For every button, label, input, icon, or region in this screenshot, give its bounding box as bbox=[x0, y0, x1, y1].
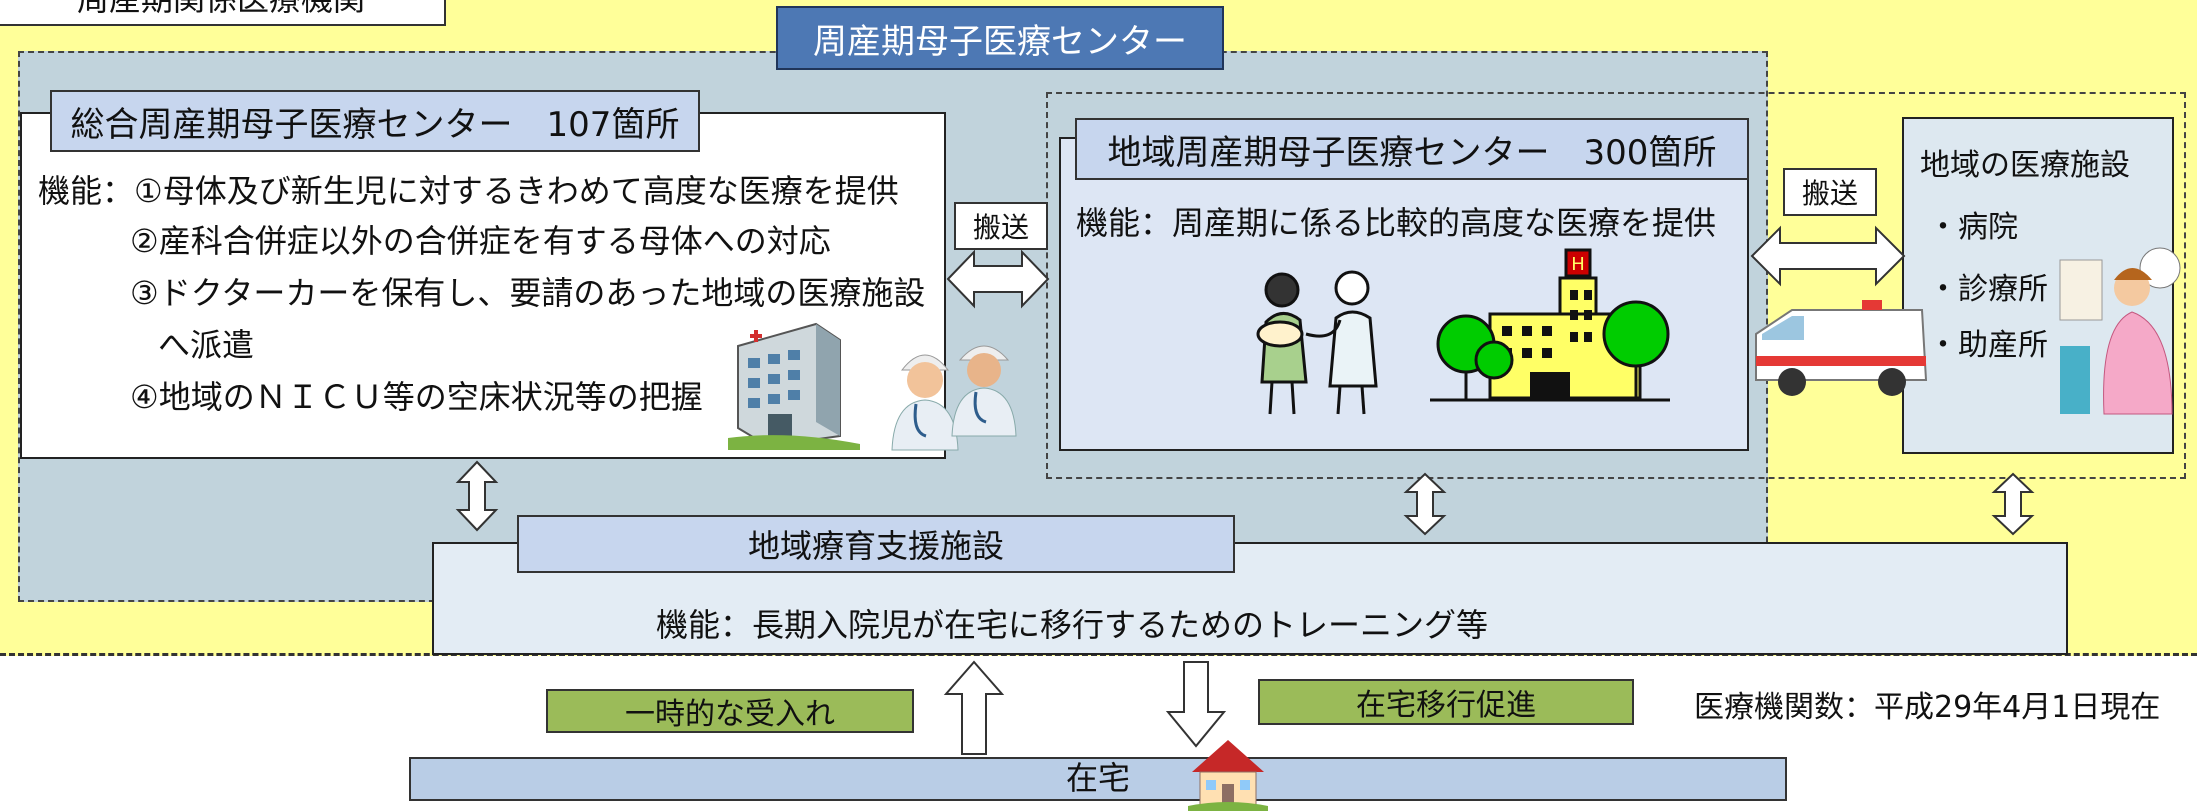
temporary-acceptance-label: 一時的な受入れ bbox=[546, 689, 914, 733]
corner-title: 周産期関係医療機関 bbox=[0, 0, 446, 26]
double-arrow-left-transfer bbox=[946, 249, 1050, 309]
double-arrow-vertical-1 bbox=[455, 460, 499, 532]
home-transition-label: 在宅移行促進 bbox=[1258, 679, 1634, 725]
home-bar: 在宅 bbox=[409, 757, 1787, 801]
general-function-1: 機能：①母体及び新生児に対するきわめて高度な医療を提供 bbox=[38, 172, 899, 210]
up-arrow bbox=[943, 660, 1005, 755]
double-arrow-vertical-3 bbox=[1991, 472, 2035, 536]
double-arrow-vertical-2 bbox=[1403, 472, 1447, 536]
general-function-3b: へ派遣 bbox=[158, 326, 255, 364]
ambulance-icon bbox=[1755, 300, 1928, 396]
transfer-label-left: 搬送 bbox=[954, 202, 1048, 250]
pregnant-woman-icon bbox=[2059, 247, 2181, 415]
transfer-label-right: 搬送 bbox=[1783, 168, 1877, 216]
svg-text:H: H bbox=[1571, 254, 1585, 275]
local-facility-midwife: ・助産所 bbox=[1928, 328, 2048, 363]
general-function-3: ③ドクターカーを保有し、要請のあった地域の医療施設 bbox=[130, 274, 926, 312]
perinatal-center-title: 周産期母子医療センター bbox=[776, 6, 1224, 70]
regional-network-dashed-zone bbox=[1046, 92, 2186, 479]
local-facility-hospital: ・病院 bbox=[1928, 210, 2018, 245]
house-icon bbox=[1188, 740, 1268, 811]
hospital-building-icon bbox=[728, 322, 860, 450]
general-function-2: ②産科合併症以外の合併症を有する母体への対応 bbox=[130, 222, 831, 260]
hospital-h-icon: H bbox=[1430, 248, 1670, 402]
regional-function: 機能：周産期に係る比較的高度な医療を提供 bbox=[1076, 204, 1717, 242]
nurse-with-baby-icon bbox=[1256, 270, 1378, 415]
general-function-4: ④地域のＮＩＣＵ等の空床状況等の把握 bbox=[130, 378, 703, 416]
double-arrow-right-transfer bbox=[1750, 225, 1906, 287]
down-arrow bbox=[1165, 661, 1227, 748]
institution-count-note: 医療機関数：平成29年4月1日現在 bbox=[1694, 690, 2161, 725]
support-facility-title: 地域療育支援施設 bbox=[517, 515, 1235, 573]
support-facility-function: 機能：長期入院児が在宅に移行するためのトレーニング等 bbox=[656, 606, 1489, 644]
doctor-icon-2 bbox=[951, 345, 1017, 437]
local-facility-clinic: ・診療所 bbox=[1928, 272, 2048, 307]
general-center-title: 総合周産期母子医療センター 107箇所 bbox=[50, 90, 700, 152]
regional-center-title: 地域周産期母子医療センター 300箇所 bbox=[1075, 118, 1749, 180]
local-facilities-title: 地域の医療施設 bbox=[1920, 148, 2130, 183]
